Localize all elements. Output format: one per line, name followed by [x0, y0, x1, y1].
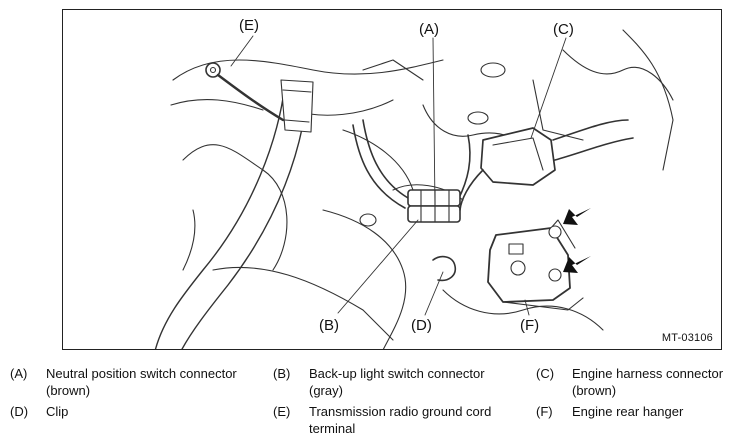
background-contour — [170, 99, 264, 111]
legend-letter: (C) — [536, 366, 555, 381]
hose-band — [280, 79, 314, 133]
neutral-switch-connector — [407, 189, 461, 207]
leader-line-d — [424, 271, 444, 316]
background-contour — [212, 266, 394, 341]
engine-harness-connector — [480, 127, 556, 186]
diagram-figure: (E) (A) (C) (B) (D) (F) MT-03106 — [62, 9, 722, 350]
leader-line-f — [524, 299, 530, 316]
hanger-nut — [510, 260, 526, 276]
callout-d: (D) — [411, 317, 432, 334]
engine-harness-connector — [492, 137, 544, 171]
harness-wire — [552, 119, 629, 141]
background-contour — [562, 49, 674, 101]
leader-line-a — [432, 37, 436, 207]
hose-band — [284, 119, 310, 123]
callout-a: (A) — [419, 21, 439, 38]
callout-f: (F) — [520, 317, 540, 334]
background-bolt — [480, 62, 506, 78]
large-hose — [154, 84, 286, 349]
background-contour — [442, 289, 604, 331]
ground-terminal-hole — [209, 66, 217, 74]
backup-light-connector — [407, 205, 461, 223]
legend-text: Clip — [46, 404, 69, 419]
hose-band — [282, 89, 312, 93]
leader-line-b — [337, 219, 419, 314]
callout-c: (C) — [553, 21, 574, 38]
legend-text: Back-up light switch connector (gray) — [309, 366, 485, 398]
engine-rear-hanger — [487, 227, 571, 303]
background-contour — [532, 79, 584, 141]
background-contour — [342, 129, 414, 191]
harness-wire — [459, 169, 484, 211]
large-hose — [181, 87, 309, 349]
legend: (A) Neutral position switch connector (b… — [0, 362, 741, 442]
legend-letter: (E) — [273, 404, 291, 419]
hanger-edge — [502, 297, 584, 311]
engine-bay-illustration — [154, 29, 674, 349]
mounting-arrow — [563, 256, 591, 273]
leader-line-e — [230, 35, 254, 67]
background-contour — [322, 209, 407, 349]
leader-line-c — [530, 37, 567, 139]
mounting-arrow — [563, 208, 591, 225]
harness-wire — [352, 124, 406, 209]
legend-letter: (B) — [273, 366, 291, 381]
legend-letter: (F) — [536, 404, 553, 419]
legend-text: Engine rear hanger — [572, 404, 684, 419]
legend-text: Engine harness connector (brown) — [572, 366, 724, 398]
harness-wire — [362, 119, 409, 199]
background-contour — [622, 29, 674, 171]
hanger-nut — [548, 225, 562, 239]
harness-wire — [554, 137, 634, 161]
background-contour — [182, 209, 196, 271]
callout-b: (B) — [319, 317, 339, 334]
hanger-slot — [508, 243, 524, 255]
ground-cord — [216, 73, 285, 122]
background-bolt — [359, 213, 377, 227]
callout-e: (E) — [239, 17, 259, 34]
legend-letter: (A) — [10, 366, 28, 381]
background-contour — [182, 144, 288, 271]
ground-terminal — [205, 62, 221, 78]
hanger-nut — [548, 268, 562, 282]
figure-id: MT-03106 — [661, 332, 713, 344]
legend-text: Transmission radio ground cord terminal — [309, 404, 492, 436]
legend-text: Neutral position switch connector (brown… — [46, 366, 237, 398]
hanger-edge — [550, 219, 576, 249]
background-bolt — [467, 111, 489, 125]
clip — [432, 255, 457, 282]
background-contour — [362, 59, 424, 81]
legend-letter: (D) — [10, 404, 29, 419]
